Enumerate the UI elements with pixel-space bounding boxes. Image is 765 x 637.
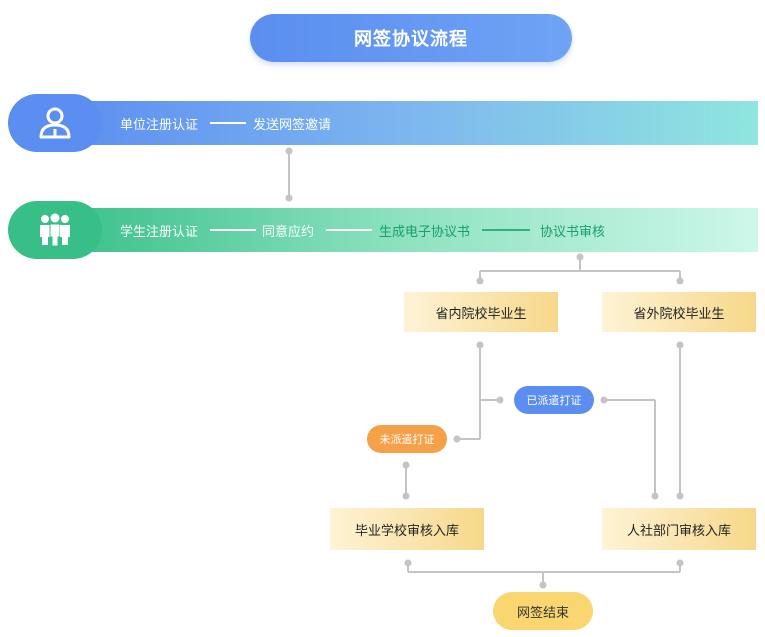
- student-icon-badge: [8, 201, 102, 259]
- step-connector: [210, 122, 247, 124]
- not-dispatched-badge: 未派遣打证: [367, 425, 447, 453]
- step-connector: [326, 229, 373, 231]
- step-send-invite: 发送网签邀请: [253, 117, 332, 133]
- page-title: 网签协议流程: [250, 14, 572, 62]
- step-generate-agreement: 生成电子协议书: [379, 224, 471, 240]
- in-province-graduates: 省内院校毕业生: [404, 292, 558, 332]
- unit-icon-badge: [8, 94, 102, 152]
- dispatched-badge: 已派遣打证: [514, 386, 594, 414]
- unit-flow-band: 单位注册认证 发送网签邀请: [58, 101, 758, 145]
- group-icon: [40, 213, 70, 247]
- step-agreement-review: 协议书审核: [540, 224, 606, 240]
- student-flow-band: 学生注册认证 同意应约 生成电子协议书 协议书审核: [58, 208, 758, 252]
- school-review-box: 毕业学校审核入库: [330, 508, 484, 550]
- step-student-register: 学生注册认证: [120, 224, 199, 240]
- out-province-graduates: 省外院校毕业生: [602, 292, 756, 332]
- step-unit-register: 单位注册认证: [120, 117, 199, 133]
- flow-end: 网签结束: [493, 592, 593, 630]
- step-agree: 同意应约: [262, 224, 315, 240]
- hr-review-box: 人社部门审核入库: [602, 508, 756, 550]
- person-icon: [39, 107, 71, 139]
- step-connector: [482, 229, 531, 231]
- step-connector: [210, 229, 257, 231]
